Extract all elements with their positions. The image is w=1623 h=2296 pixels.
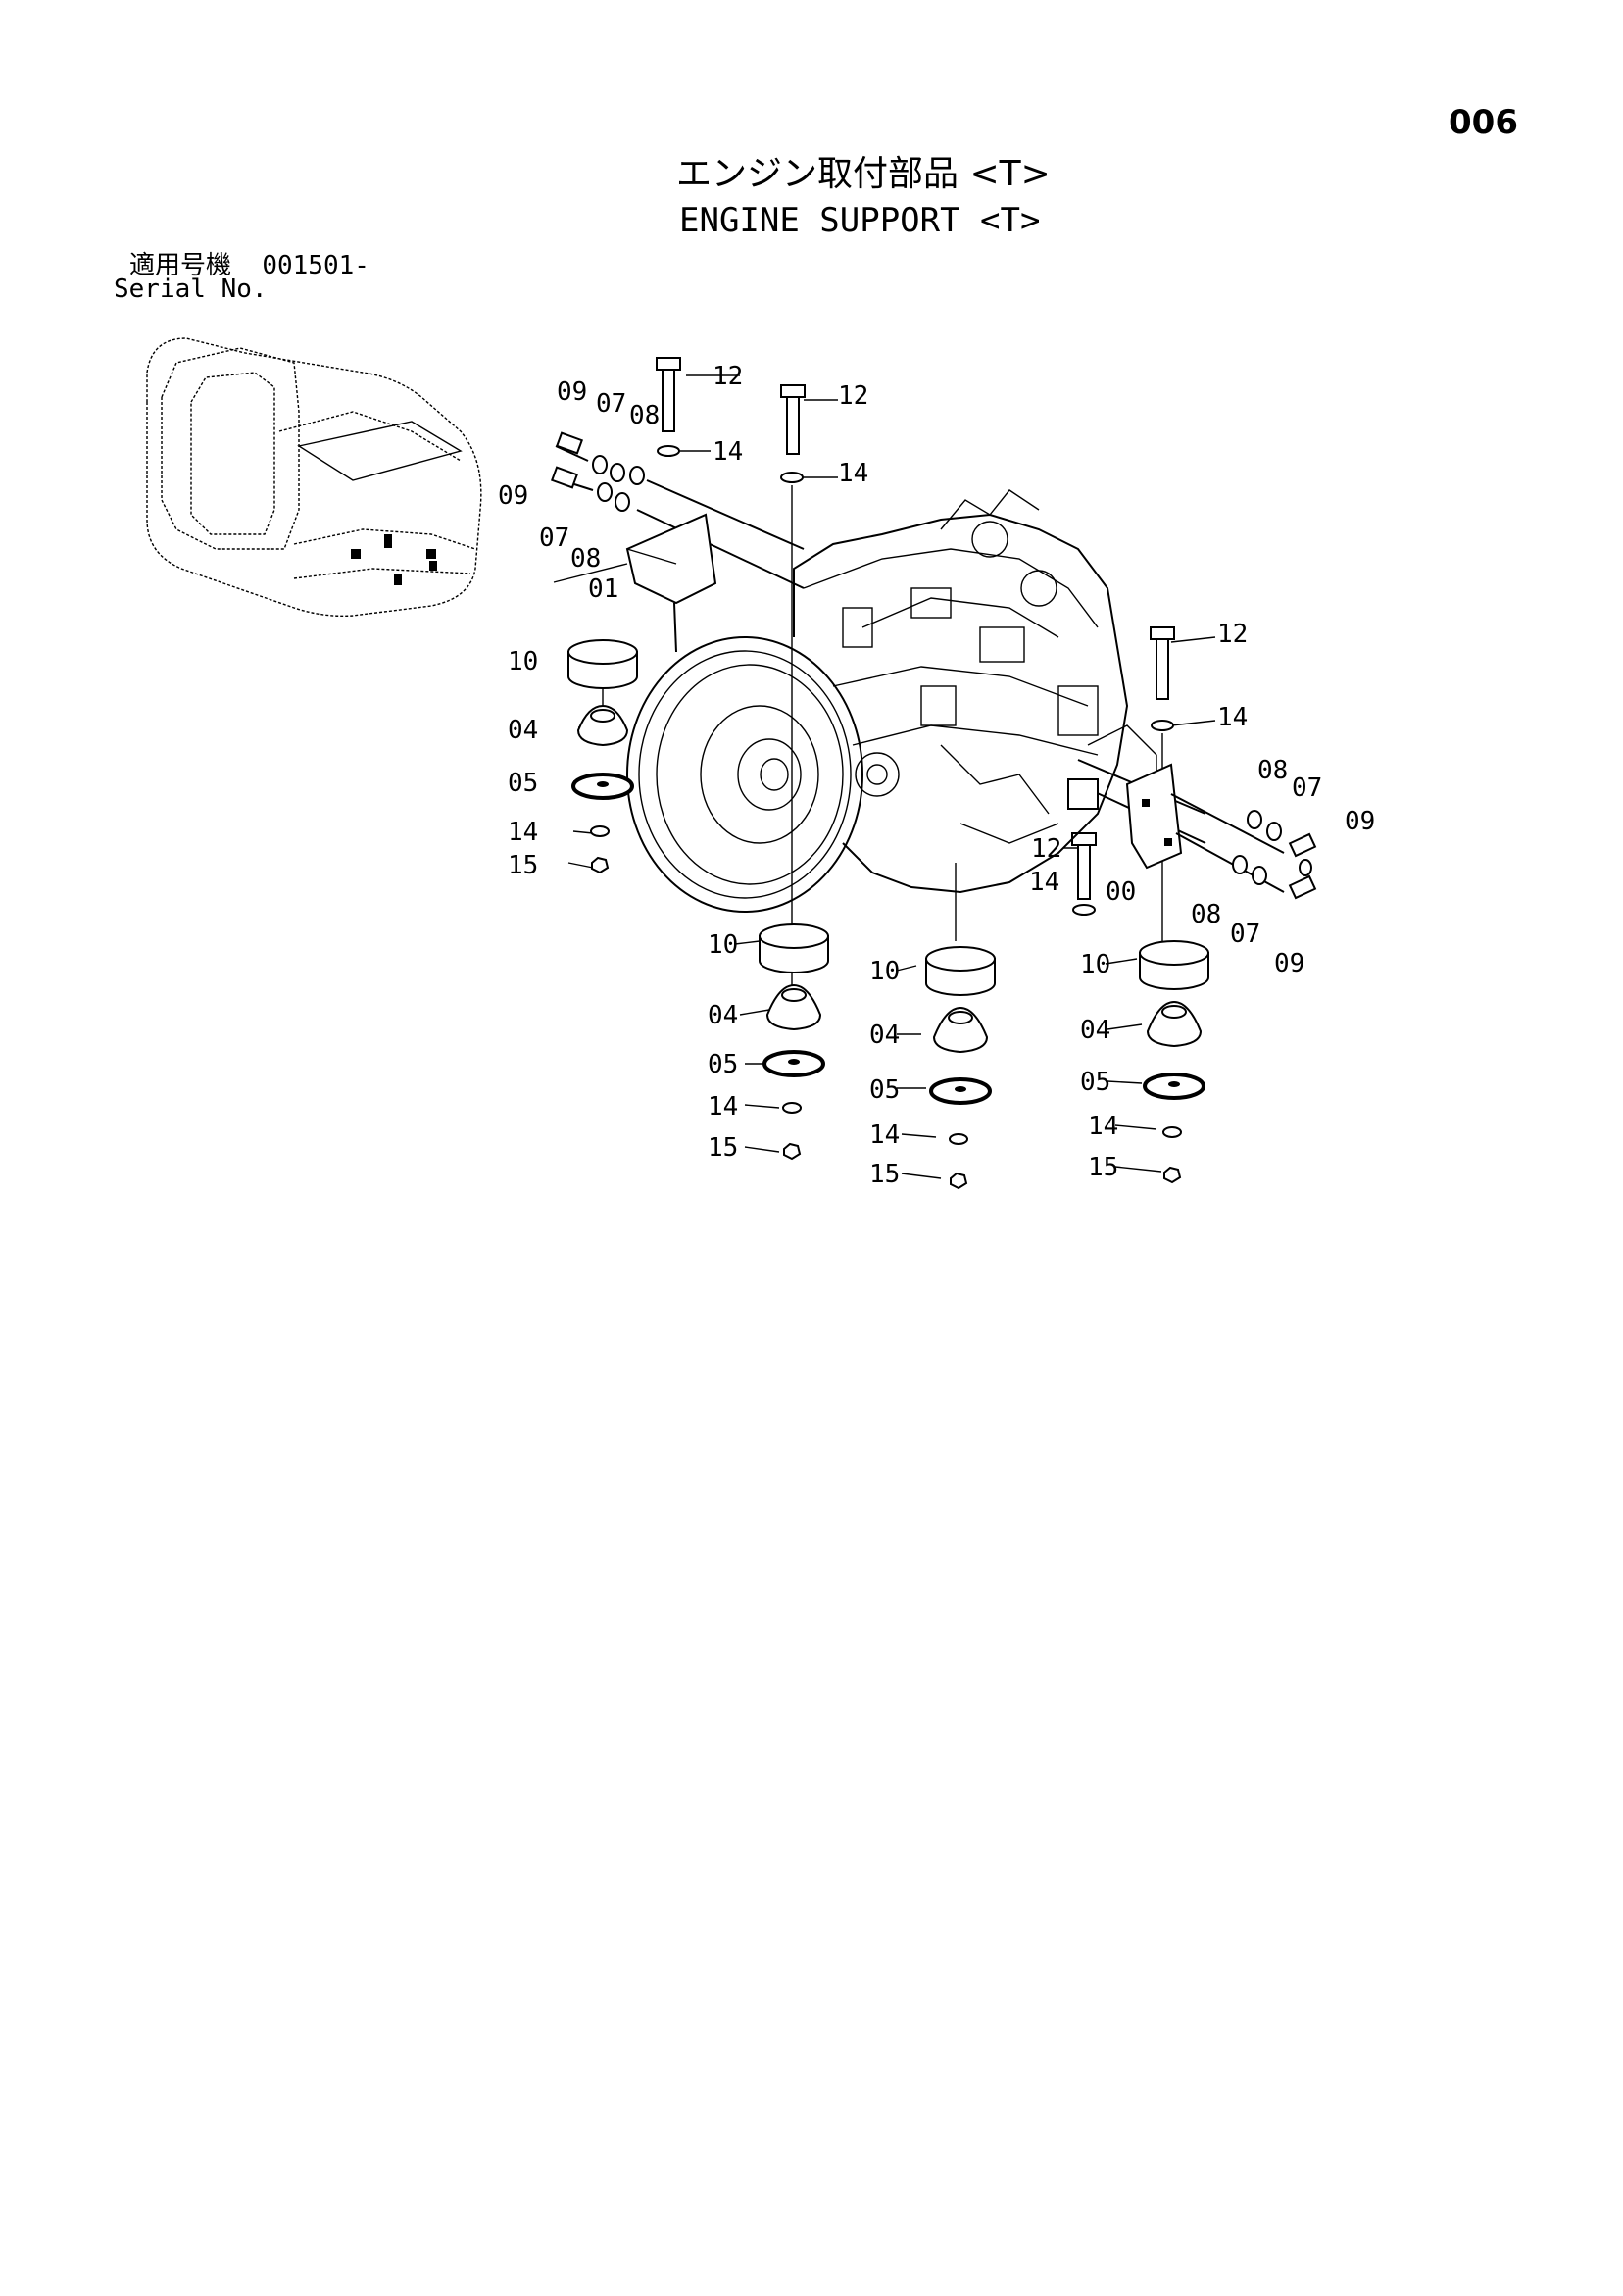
callout-14: 14 [1029,868,1059,897]
callout-15: 15 [508,851,538,880]
callout-07: 07 [539,524,569,553]
callout-07: 07 [1292,774,1322,803]
callout-15: 15 [1088,1153,1118,1182]
callout-01: 01 [588,574,618,604]
callout-12: 12 [1031,834,1061,864]
leader-lines [553,374,1216,1179]
excavator-cab-outline-icon [146,337,482,618]
callout-09: 09 [498,481,528,511]
callout-04: 04 [708,1001,738,1030]
callout-14: 14 [713,437,743,467]
serial-label-japanese: 適用号機 [129,251,232,280]
callout-10: 10 [508,647,538,676]
callout-04: 04 [1080,1016,1110,1045]
callout-08: 08 [629,401,660,430]
callout-09: 09 [1345,807,1375,836]
serial-label-english: Serial No. [114,275,268,304]
callout-14: 14 [1217,703,1248,732]
callout-09: 09 [557,377,587,407]
callout-14: 14 [708,1092,738,1122]
callout-12: 12 [1217,620,1248,649]
page-title-japanese: エンジン取付部品 <T> [676,154,1051,194]
callout-07: 07 [596,389,626,419]
callout-04: 04 [869,1021,900,1050]
callout-07: 07 [1230,920,1260,949]
engine-assembly-icon [626,489,1206,913]
right-bracket [1125,763,1317,900]
callout-08: 08 [570,544,601,574]
callout-10: 10 [1080,950,1110,979]
callout-14: 14 [838,459,868,488]
callout-00: 00 [1106,877,1136,907]
callout-14: 14 [508,818,538,847]
callout-05: 05 [869,1075,900,1105]
page-title-english: ENGINE SUPPORT <T> [679,201,1041,240]
callout-14: 14 [869,1121,900,1150]
top-bolts [656,357,1175,941]
callout-08: 08 [1191,900,1221,929]
callout-15: 15 [869,1160,900,1189]
callout-14: 14 [1088,1112,1118,1141]
callout-05: 05 [508,769,538,798]
callout-04: 04 [508,716,538,745]
callout-12: 12 [713,362,743,391]
callout-05: 05 [708,1050,738,1079]
left-bracket-fasteners [550,431,805,653]
serial-applicability: 適用号機 001501- [129,253,369,278]
callout-10: 10 [708,930,738,960]
mount-stack-right [1139,940,1209,1184]
callout-05: 05 [1080,1068,1110,1097]
callout-labels: 12 14 09 07 08 09 07 08 01 12 14 10 04 0… [498,362,1375,1189]
serial-value: 001501- [262,251,369,280]
mount-stack-front-left [759,923,829,1161]
callout-08: 08 [1257,756,1288,785]
callout-09: 09 [1274,949,1304,978]
mount-stack-left [567,639,638,874]
mount-stack-front-middle [925,863,996,1190]
callout-15: 15 [708,1133,738,1163]
callout-10: 10 [869,957,900,986]
callout-12: 12 [838,381,868,411]
page-number: 006 [1449,103,1518,142]
